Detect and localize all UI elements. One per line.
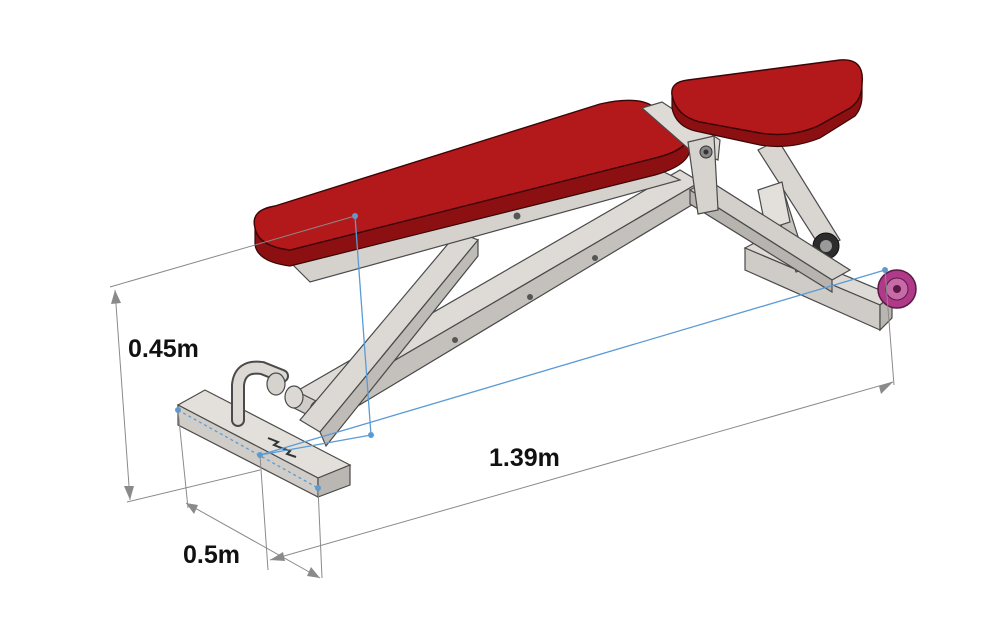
front-foot [176, 389, 352, 498]
height-dimension-label: 0.45m [128, 335, 199, 363]
weight-plate-icon [877, 269, 917, 309]
length-extension-right [884, 269, 895, 386]
width-extension-left [177, 409, 189, 509]
logo-mark-icon [267, 437, 297, 458]
length-dimension-label: 1.39m [489, 444, 560, 472]
seat-pad-top [671, 59, 864, 136]
roller-left-icon [266, 372, 286, 396]
width-dimension-line [185, 502, 321, 579]
length-dimension-line [269, 381, 894, 561]
hinge-bolt-icon [699, 145, 713, 159]
width-dimension-label: 0.5m [183, 541, 240, 569]
dimension-lines [109, 215, 895, 579]
seat-pad [671, 59, 864, 148]
length-extension-left [317, 487, 323, 579]
height-extension-bottom [126, 469, 261, 503]
rear-crossbar [688, 179, 852, 294]
hinge [640, 101, 721, 215]
width-extension-right [259, 454, 269, 571]
height-dimension-line [114, 289, 131, 501]
front-support-leg [299, 231, 479, 448]
height-extension-top [109, 215, 356, 288]
